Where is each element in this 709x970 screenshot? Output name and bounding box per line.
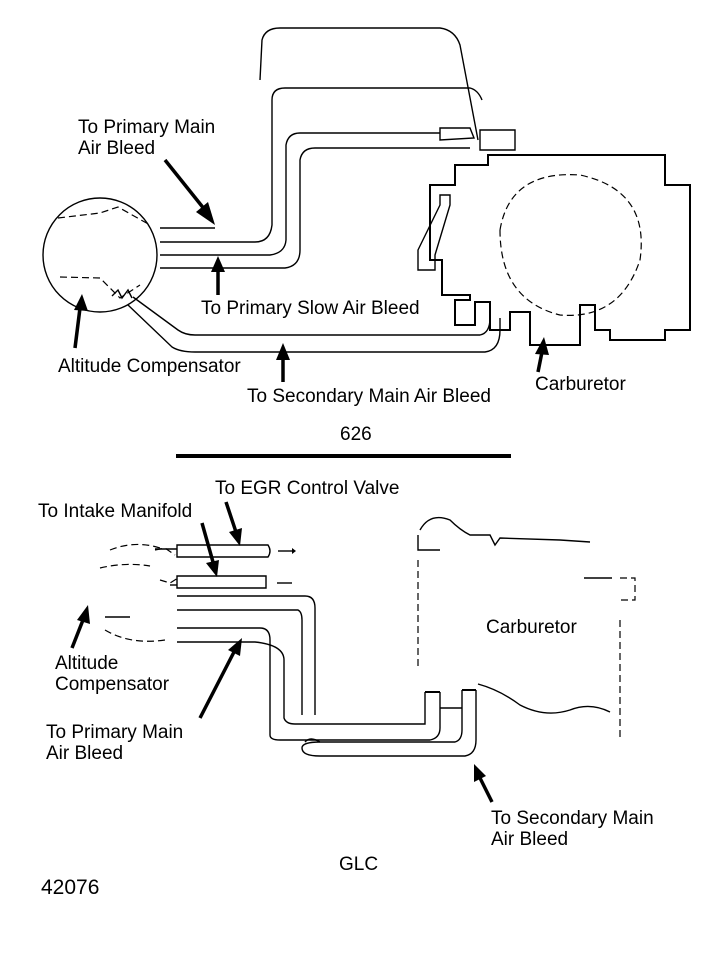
arrow-carburetor-626 xyxy=(535,337,549,373)
hose-primary-main-glc xyxy=(177,595,441,741)
label-altitude-compensator-glc-l1: Altitude xyxy=(55,653,118,674)
label-carburetor-glc: Carburetor xyxy=(486,617,577,638)
label-primary-main-air-bleed-626-l1: To Primary Main xyxy=(78,117,215,138)
hose-egr-glc xyxy=(155,544,296,558)
arrow-intake-manifold-glc xyxy=(200,522,219,577)
arrow-primary-slow-626 xyxy=(211,256,225,295)
carburetor-626 xyxy=(417,154,691,346)
altitude-compensator-glc xyxy=(99,543,179,642)
label-egr-control-valve-glc: To EGR Control Valve xyxy=(215,478,399,499)
hose-secondary-main-626 xyxy=(127,296,501,353)
label-secondary-main-air-bleed-626: To Secondary Main Air Bleed xyxy=(247,386,491,407)
label-altitude-compensator-626: Altitude Compensator xyxy=(58,356,241,377)
arrow-primary-main-glc xyxy=(198,638,242,719)
label-intake-manifold-glc: To Intake Manifold xyxy=(38,501,192,522)
diagram-626: To Primary Main Air Bleed To Primary Slo… xyxy=(42,27,691,445)
label-secondary-main-air-bleed-glc-l2: Air Bleed xyxy=(491,829,568,850)
diagram-glc: To EGR Control Valve To Intake Manifold … xyxy=(38,478,654,875)
diagram-title-626: 626 xyxy=(340,424,372,445)
label-primary-main-air-bleed-626-l2: Air Bleed xyxy=(78,138,155,159)
carburetor-glc xyxy=(417,516,636,740)
figure-id: 42076 xyxy=(41,876,99,899)
label-primary-main-air-bleed-glc-l2: Air Bleed xyxy=(46,743,123,764)
hose-intake-manifold-glc xyxy=(170,575,292,589)
hose-primary-main-626 xyxy=(160,27,516,269)
arrow-secondary-main-626 xyxy=(276,343,290,382)
diagram-title-glc: GLC xyxy=(339,854,378,875)
label-primary-main-air-bleed-glc-l1: To Primary Main xyxy=(46,722,183,743)
altitude-compensator-626 xyxy=(42,197,158,313)
label-altitude-compensator-glc-l2: Compensator xyxy=(55,674,170,695)
arrow-altitude-compensator-626 xyxy=(73,294,88,349)
arrow-primary-main-626 xyxy=(163,158,215,225)
arrow-altitude-compensator-glc xyxy=(70,605,90,649)
arrow-egr-glc xyxy=(224,501,242,546)
label-secondary-main-air-bleed-glc-l1: To Secondary Main xyxy=(491,808,654,829)
hose-secondary-main-glc xyxy=(301,689,477,757)
label-primary-slow-air-bleed-626: To Primary Slow Air Bleed xyxy=(201,298,420,319)
label-carburetor-626: Carburetor xyxy=(535,374,626,395)
arrow-secondary-main-glc xyxy=(474,764,494,803)
